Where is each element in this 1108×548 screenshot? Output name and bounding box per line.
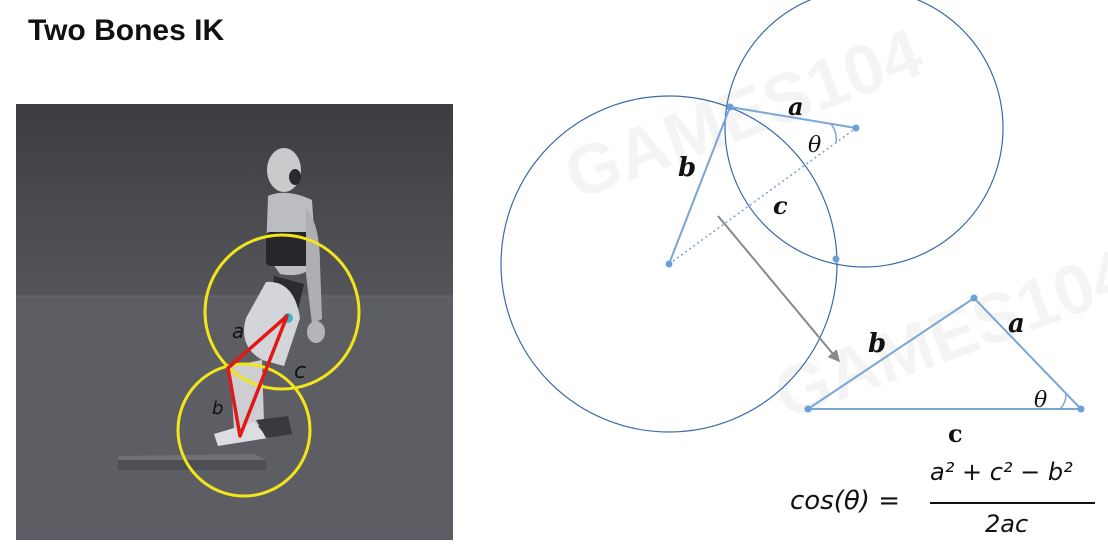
- segment-b: [668, 106, 731, 265]
- diagram-label-c: c: [773, 191, 788, 220]
- triangle-vertex-left: [804, 405, 812, 413]
- triangle-vertex-top: [970, 294, 978, 302]
- page-title: Two Bones IK: [28, 14, 225, 47]
- formula-denominator: 2ac: [985, 510, 1029, 538]
- ik-circle-upper: [203, 233, 361, 391]
- formula-numerator: a² + c² − b²: [930, 458, 1073, 486]
- triangle-label-c: c: [948, 419, 963, 448]
- step-block: [118, 454, 266, 470]
- diagram-label-theta: θ: [808, 133, 821, 158]
- point-root: [665, 260, 673, 268]
- fraction-bar: [930, 502, 1095, 504]
- ik-circle-lower: [176, 362, 312, 498]
- ik-geometry-diagram: GAMES104 GAMES104 a θ b c b a θ c: [500, 0, 1108, 448]
- triangle-angle-arc: [1059, 393, 1067, 410]
- segment-c-dotted: [668, 127, 857, 265]
- angle-arc-theta: [830, 123, 838, 144]
- watermark: GAMES104 GAMES104: [554, 13, 1108, 434]
- point-intersection-lower: [832, 255, 840, 263]
- segment-a: [729, 106, 857, 129]
- ik-bone-triangle: [226, 314, 289, 438]
- scene-label-b: b: [212, 398, 223, 419]
- reference-triangle: [804, 296, 1084, 410]
- transition-arrow: [717, 215, 840, 363]
- ik-scene-illustration: a c b: [16, 104, 453, 540]
- robot-character: [214, 148, 325, 446]
- point-joint: [726, 103, 734, 111]
- triangle-label-b: b: [868, 329, 886, 359]
- point-target: [852, 124, 860, 132]
- diagram-label-a: a: [788, 92, 804, 121]
- law-of-cosines-formula: cos(θ) = a² + c² − b² 2ac: [790, 456, 1100, 546]
- triangle-vertex-right: [1077, 405, 1085, 413]
- formula-lhs: cos(θ) =: [790, 486, 900, 516]
- triangle-label-theta: θ: [1034, 388, 1047, 413]
- triangle-label-a: a: [1008, 309, 1025, 339]
- scene-label-c: c: [294, 359, 306, 384]
- circle-radius-a: [724, 0, 1004, 268]
- scene-label-a: a: [232, 319, 244, 343]
- diagram-label-b: b: [678, 153, 696, 183]
